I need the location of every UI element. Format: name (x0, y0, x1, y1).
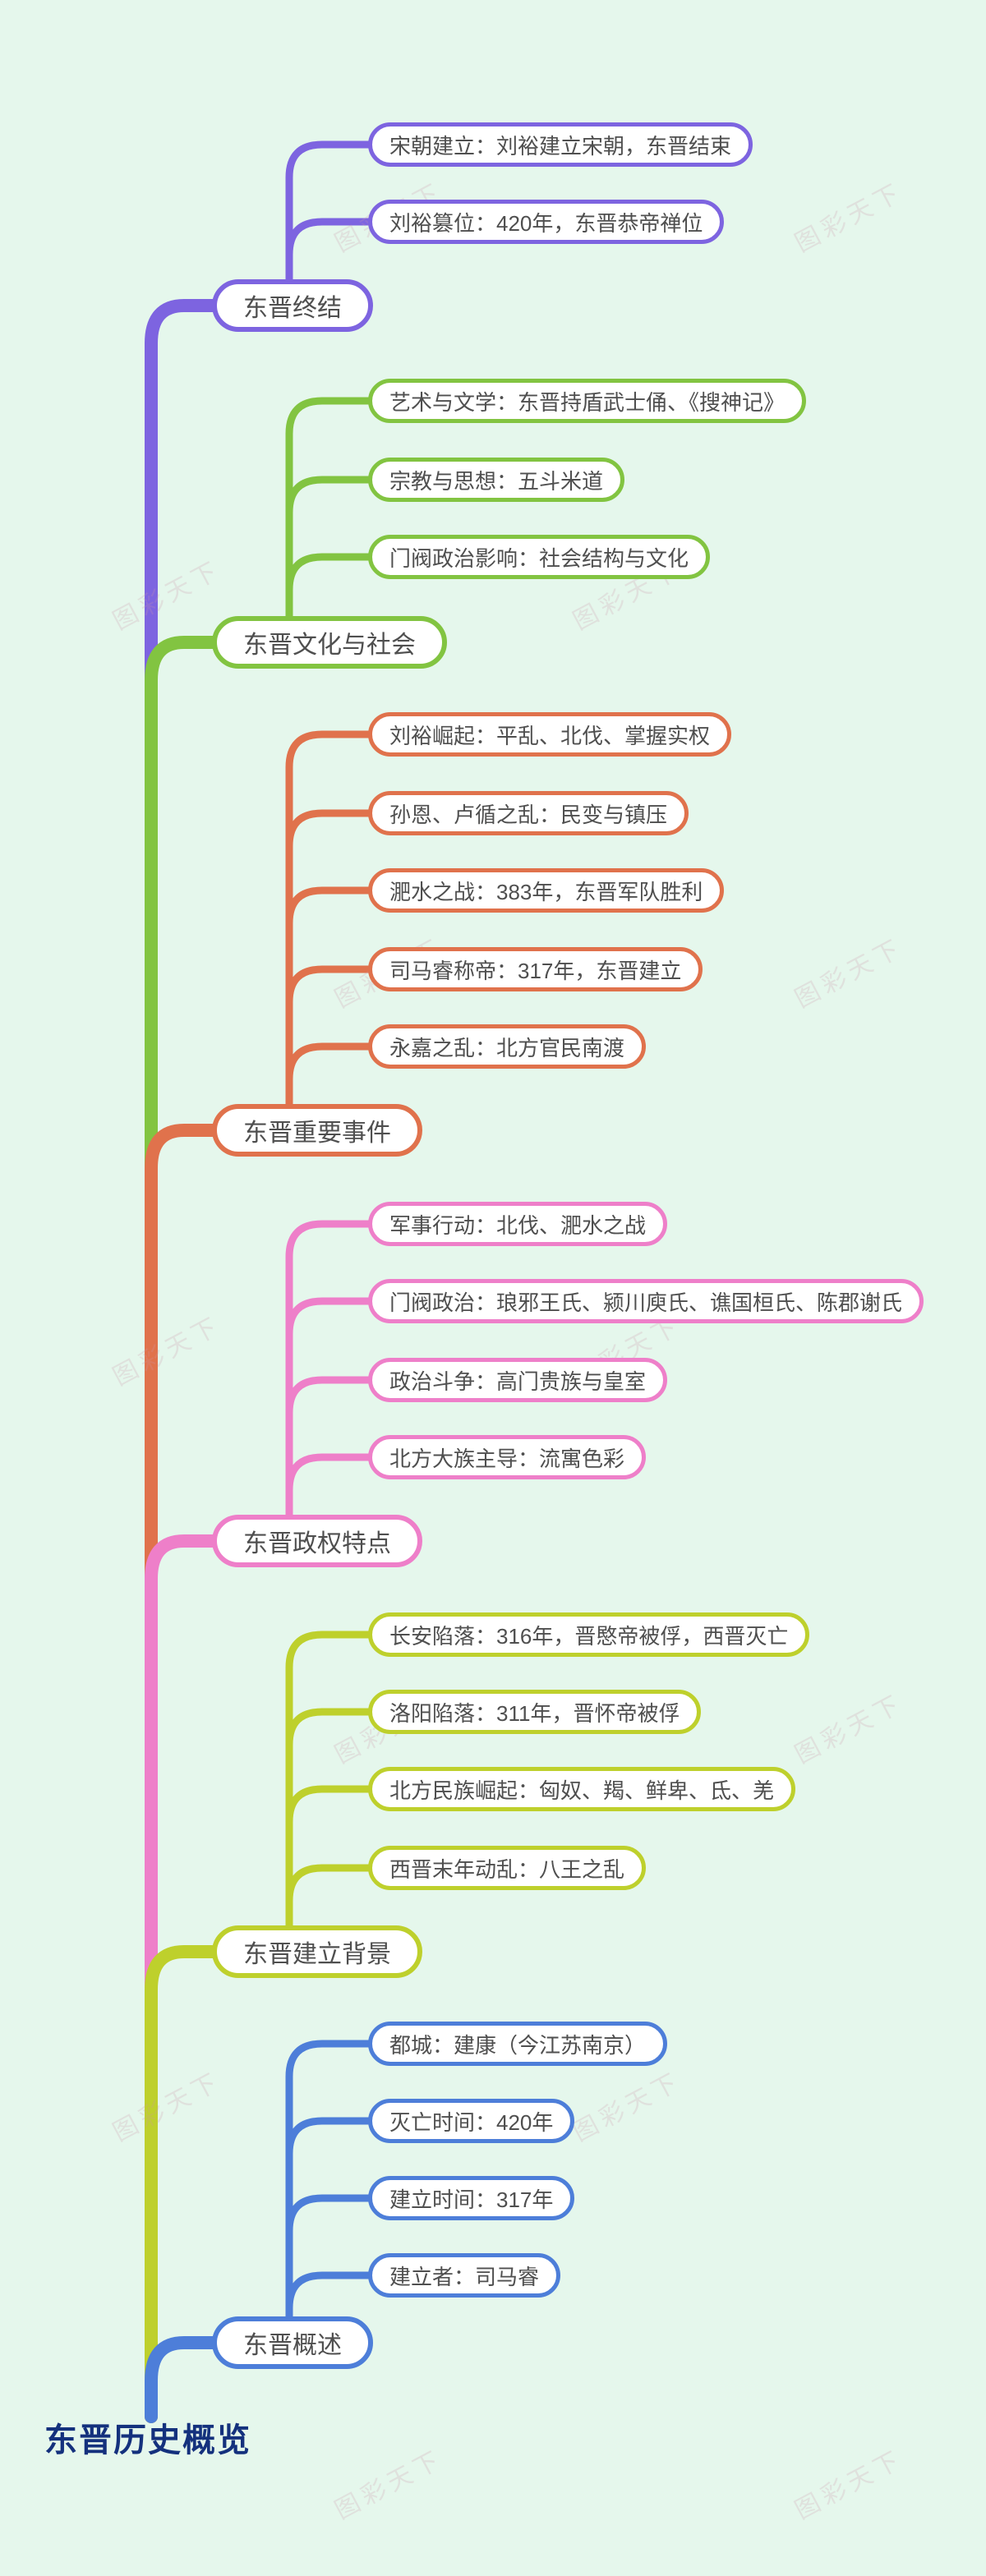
child-node[interactable]: 宗教与思想：五斗米道 (368, 458, 625, 502)
child-node[interactable]: 军事行动：北伐、淝水之战 (368, 1202, 668, 1246)
child-node[interactable]: 政治斗争：高门贵族与皇室 (368, 1358, 668, 1402)
child-node[interactable]: 永嘉之乱：北方官民南渡 (368, 1024, 647, 1069)
child-node[interactable]: 建立者：司马睿 (368, 2253, 561, 2298)
branch-node[interactable]: 东晋概述 (212, 2316, 373, 2369)
branch-node[interactable]: 东晋重要事件 (212, 1104, 422, 1157)
branch-node[interactable]: 东晋终结 (212, 279, 373, 332)
child-node[interactable]: 淝水之战：383年，东晋军队胜利 (368, 868, 725, 913)
child-node[interactable]: 都城：建康（今江苏南京） (368, 2022, 668, 2066)
child-node[interactable]: 孙恩、卢循之乱：民变与镇压 (368, 791, 689, 835)
child-node[interactable]: 门阀政治影响：社会结构与文化 (368, 535, 711, 579)
child-node[interactable]: 刘裕崛起：平乱、北伐、掌握实权 (368, 712, 732, 757)
child-node[interactable]: 门阀政治：琅邪王氏、颍川庾氏、谯国桓氏、陈郡谢氏 (368, 1279, 924, 1323)
branch-node[interactable]: 东晋政权特点 (212, 1515, 422, 1567)
child-node[interactable]: 司马睿称帝：317年，东晋建立 (368, 947, 703, 991)
child-node[interactable]: 长安陷落：316年，晋愍帝被俘，西晋灭亡 (368, 1612, 810, 1657)
child-node[interactable]: 北方民族崛起：匈奴、羯、鲜卑、氐、羌 (368, 1767, 796, 1811)
branch-node[interactable]: 东晋建立背景 (212, 1925, 422, 1978)
branch-node[interactable]: 东晋文化与社会 (212, 616, 447, 669)
child-node[interactable]: 宋朝建立：刘裕建立宋朝，东晋结束 (368, 122, 753, 167)
child-node[interactable]: 北方大族主导：流寓色彩 (368, 1435, 647, 1479)
root-title[interactable]: 东晋历史概览 (44, 2422, 251, 2459)
child-node[interactable]: 艺术与文学：东晋持盾武士俑、《搜神记》 (368, 379, 807, 423)
child-node[interactable]: 西晋末年动乱：八王之乱 (368, 1846, 647, 1890)
child-node[interactable]: 灭亡时间：420年 (368, 2099, 575, 2143)
child-node[interactable]: 刘裕篡位：420年，东晋恭帝禅位 (368, 200, 725, 244)
child-node[interactable]: 建立时间：317年 (368, 2176, 575, 2220)
child-node[interactable]: 洛阳陷落：311年，晋怀帝被俘 (368, 1690, 702, 1734)
